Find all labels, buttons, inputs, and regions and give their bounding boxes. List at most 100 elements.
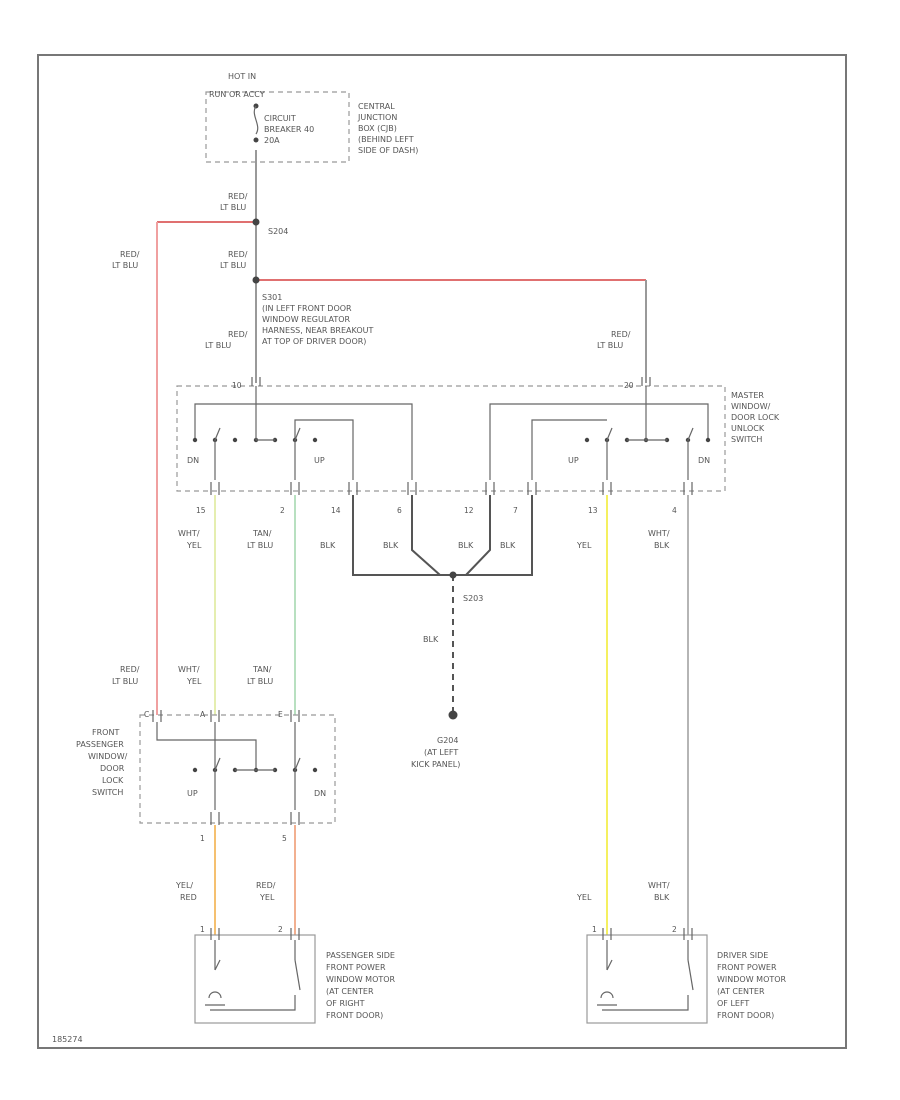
passenger-dn-label: DN: [314, 789, 326, 798]
master-pin-13: 13: [588, 506, 598, 515]
master-pin-20: 20: [624, 381, 634, 390]
wire-label-red-lt-blu-2a: RED/: [228, 250, 248, 259]
s301-location-1: (IN LEFT FRONT DOOR: [262, 304, 352, 313]
ground-g204-label: G204: [437, 736, 458, 745]
passenger-motor-label-6: FRONT DOOR): [326, 1011, 383, 1020]
passenger-motor-pin-2: 2: [278, 925, 283, 934]
master-pin-14: 14: [331, 506, 341, 515]
wire-label-red-lt-blu-2b: LT BLU: [220, 261, 246, 270]
wire-label-wht-yel-1b: YEL: [186, 541, 202, 550]
wire-blk-6: [411, 495, 441, 576]
master-pin-4: 4: [672, 506, 677, 515]
wire-label-wht-blk-2b: BLK: [654, 893, 670, 902]
central-junction-box: [205, 91, 350, 163]
master-internal-right-up: [531, 419, 607, 480]
wire-label-red-yel-b: YEL: [259, 893, 275, 902]
wire-label-wht-blk-1b: BLK: [654, 541, 670, 550]
passenger-switch-label-5: LOCK: [102, 776, 124, 785]
splice-s301-label: S301: [262, 293, 282, 302]
splice-s204: [252, 218, 260, 226]
ground-g204-icon: [448, 710, 458, 720]
master-internal-right-bus: [489, 403, 709, 480]
s301-location-3: HARNESS, NEAR BREAKOUT: [262, 326, 373, 335]
wire-label-blk-4: BLK: [500, 541, 516, 550]
wire-label-wht-yel-1a: WHT/: [178, 529, 200, 538]
passenger-pin-a: A: [200, 710, 206, 719]
wire-blk-14: [352, 495, 453, 576]
wire-blk-12: [465, 495, 491, 576]
ground-location-2: KICK PANEL): [411, 760, 460, 769]
wire-label-tan-lt-blu-2a: TAN/: [252, 665, 272, 674]
wire-label-red-lt-blu-5a: RED/: [120, 665, 140, 674]
wire-label-blk-ground: BLK: [423, 635, 439, 644]
master-pin-7: 7: [513, 506, 518, 515]
circuit-breaker-icon: [253, 105, 259, 135]
passenger-motor-label-1: PASSENGER SIDE: [326, 951, 395, 960]
wire-label-blk-3: BLK: [458, 541, 474, 550]
ground-location-1: (AT LEFT: [424, 748, 458, 757]
hot-in-label: HOT IN: [228, 72, 256, 81]
wire-label-red-lt-blu-4a: RED/: [611, 330, 631, 339]
splice-s203: [449, 571, 457, 579]
passenger-switch-label-6: SWITCH: [92, 788, 123, 797]
wire-label-red-lt-blu-left-b: LT BLU: [112, 261, 138, 270]
fuse-terminal-bottom: [253, 137, 259, 143]
wire-label-tan-lt-blu-1b: LT BLU: [247, 541, 273, 550]
cjb-label-3: BOX (CJB): [358, 124, 397, 133]
passenger-pin-5: 5: [282, 834, 287, 843]
cjb-label-4: (BEHIND LEFT: [358, 135, 414, 144]
wire-label-wht-blk-2a: WHT/: [648, 881, 670, 890]
splice-s203-label: S203: [463, 594, 483, 603]
passenger-switch-label-2: PASSENGER: [76, 740, 124, 749]
master-pin-12: 12: [464, 506, 474, 515]
driver-motor-label-1: DRIVER SIDE: [717, 951, 768, 960]
master-pin-2: 2: [280, 506, 285, 515]
run-accy-label: RUN OR ACCY: [209, 90, 265, 99]
driver-motor-icon: [597, 928, 694, 1011]
driver-motor-label-6: FRONT DOOR): [717, 1011, 774, 1020]
wire-label-wht-yel-2a: WHT/: [178, 665, 200, 674]
wire-label-wht-blk-1a: WHT/: [648, 529, 670, 538]
master-connector-20: [641, 377, 651, 386]
breaker-label-2: BREAKER 40: [264, 125, 314, 134]
passenger-up-label: UP: [187, 789, 198, 798]
master-dn-right: DN: [698, 456, 710, 465]
wire-label-red-yel-a: RED/: [256, 881, 276, 890]
master-up-left: UP: [314, 456, 325, 465]
s301-location-2: WINDOW REGULATOR: [262, 315, 351, 324]
passenger-motor-label-4: (AT CENTER: [326, 987, 374, 996]
master-pin-6: 6: [397, 506, 402, 515]
master-pin-10: 10: [232, 381, 242, 390]
wire-label-red-lt-blu-3b: LT BLU: [205, 341, 231, 350]
master-switch-label-3: DOOR LOCK: [731, 413, 780, 422]
driver-motor-label-2: FRONT POWER: [717, 963, 777, 972]
wire-label-red-lt-blu-5b: LT BLU: [112, 677, 138, 686]
passenger-motor-box: [194, 934, 316, 1024]
passenger-switch-contacts: [152, 710, 318, 825]
wire-label-wht-yel-2b: YEL: [186, 677, 202, 686]
wire-label-yel-2: YEL: [576, 893, 592, 902]
passenger-switch-label-3: WINDOW/: [88, 752, 128, 761]
driver-motor-pin-1: 1: [592, 925, 597, 934]
master-pin-15: 15: [196, 506, 206, 515]
splice-s301: [252, 276, 260, 284]
master-internal-left-bus: [194, 403, 413, 480]
wire-label-blk-2: BLK: [383, 541, 399, 550]
master-internal-left-up: [294, 419, 354, 480]
cjb-label-1: CENTRAL: [358, 102, 395, 111]
breaker-label-1: CIRCUIT: [264, 114, 296, 123]
wire-label-red-lt-blu-left-a: RED/: [120, 250, 140, 259]
wire-label-tan-lt-blu-1a: TAN/: [252, 529, 272, 538]
passenger-pin-c: C: [144, 710, 149, 719]
figure-id: 185274: [52, 1035, 83, 1044]
passenger-pin-e: E: [278, 710, 283, 719]
master-bottom-connectors: [210, 482, 693, 495]
master-switch-label-1: MASTER: [731, 391, 764, 400]
passenger-motor-label-3: WINDOW MOTOR: [326, 975, 396, 984]
wire-blk-7: [453, 495, 533, 576]
master-switch-label-4: UNLOCK: [731, 424, 765, 433]
master-dn-left: DN: [187, 456, 199, 465]
wire-label-red-lt-blu-3a: RED/: [228, 330, 248, 339]
passenger-switch-label-1: FRONT: [92, 728, 119, 737]
